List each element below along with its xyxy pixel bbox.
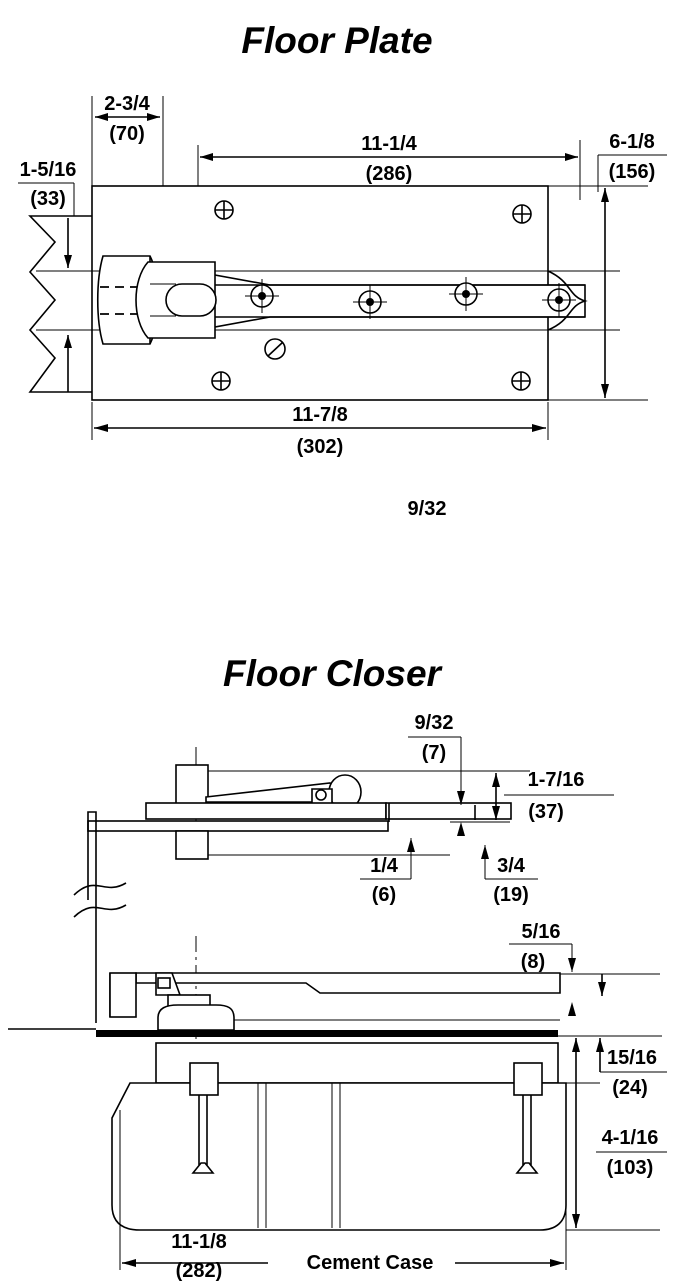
closer-lower-assembly bbox=[8, 880, 567, 1231]
plate-left-break-line bbox=[28, 215, 92, 393]
dim-plate-to-spindle: 11-1/4 (286) bbox=[197, 133, 581, 360]
closer-cover-plate bbox=[135, 972, 561, 994]
pivot-dome bbox=[157, 1004, 235, 1031]
dim-plate-height: 6-1/8 (156) bbox=[548, 131, 667, 401]
dim-case-lip-height-imperial: 15/16 bbox=[607, 1047, 657, 1069]
dim-plate-height-metric: (156) bbox=[609, 161, 656, 183]
plate-corner-screw bbox=[214, 200, 234, 220]
plate-corner-screw bbox=[512, 204, 532, 224]
frame-channel bbox=[109, 972, 137, 1018]
dim-plate-left-edge-metric: (33) bbox=[30, 188, 66, 210]
dim-case-lip-height: 15/16 (24) bbox=[558, 1035, 667, 1099]
dim-spacer-thickness-metric: (6) bbox=[372, 884, 396, 906]
dim-spacer-thickness-imperial: 1/4 bbox=[370, 855, 399, 877]
dim-plate-length: 11-7/8 (302) bbox=[91, 402, 549, 458]
closer-top-cover-plate bbox=[145, 802, 387, 820]
dim-plate-offset-imperial: 2-3/4 bbox=[104, 93, 150, 115]
dim-plate-length-imperial: 11-7/8 bbox=[292, 404, 348, 426]
closer-arm-plate bbox=[87, 820, 389, 832]
adjustment-screw bbox=[264, 338, 286, 360]
spindle-slot bbox=[165, 283, 217, 317]
dim-arm-drop-imperial: 3/4 bbox=[497, 855, 526, 877]
arm-bracket-tab bbox=[157, 977, 171, 989]
dim-plate-offset: 2-3/4 (70) bbox=[91, 93, 164, 360]
plate-corner-screw-group bbox=[211, 200, 532, 391]
dim-case-width-imperial: 11-1/8 bbox=[171, 1231, 227, 1253]
closer-left-break-line bbox=[73, 882, 127, 918]
dim-plate-to-spindle-imperial: 11-1/4 bbox=[361, 133, 417, 155]
anchor-bolt bbox=[189, 1062, 219, 1174]
dim-case-depth-imperial: 4-1/16 bbox=[602, 1127, 659, 1149]
closer-top-plate-extension bbox=[385, 802, 512, 820]
dim-cover-thickness-metric: (8) bbox=[521, 951, 545, 973]
arm-fastener bbox=[353, 285, 387, 319]
dim-plate-height-imperial: 6-1/8 bbox=[609, 131, 655, 153]
plate-corner-screw bbox=[511, 371, 531, 391]
arm-fastener-group bbox=[245, 277, 576, 319]
dim-case-width-metric: (282) bbox=[176, 1260, 223, 1282]
arm-fastener bbox=[245, 279, 279, 313]
dim-case-lip-height-metric: (24) bbox=[612, 1077, 648, 1099]
plate-corner-screw bbox=[211, 371, 231, 391]
dim-arm-drop: 3/4 (19) bbox=[481, 845, 538, 906]
anchor-bolt bbox=[513, 1062, 543, 1174]
dim-case-depth: 4-1/16 (103) bbox=[566, 1038, 667, 1231]
dim-arm-plate-thickness-imperial: 9/32 bbox=[415, 712, 454, 734]
dim-plate-left-edge-imperial: 1-5/16 bbox=[20, 159, 77, 181]
dim-arm-drop-metric: (19) bbox=[493, 884, 529, 906]
dim-arm-plate-thickness-metric: (7) bbox=[422, 742, 446, 764]
floor-gasket-bar bbox=[96, 1030, 558, 1037]
cement-case-body bbox=[111, 1082, 567, 1231]
dim-case-width: 11-1/8 (282) Cement Case bbox=[119, 1110, 567, 1282]
dim-cover-thickness: 5/16 (8) bbox=[509, 921, 660, 1016]
dim-cover-thickness-imperial: 5/16 bbox=[522, 921, 561, 943]
plate-right-break-line bbox=[547, 270, 588, 331]
floor-plate-title: Floor Plate bbox=[241, 20, 432, 61]
dim-case-depth-metric: (103) bbox=[607, 1157, 654, 1179]
dim-plate-length-metric: (302) bbox=[297, 436, 344, 458]
cement-case-flange bbox=[155, 1042, 559, 1084]
dim-closer-top-height: 1-7/16 (37) bbox=[440, 769, 614, 823]
note-plate-thickness: 9/32 bbox=[408, 498, 447, 520]
linkage-pin bbox=[315, 789, 327, 801]
cement-case-label: Cement Case bbox=[307, 1252, 434, 1274]
closer-spacer-block bbox=[175, 830, 209, 860]
dim-closer-top-height-metric: (37) bbox=[528, 801, 564, 823]
dim-closer-top-height-imperial: 1-7/16 bbox=[528, 769, 585, 791]
dim-arm-plate-thickness: 9/32 (7) bbox=[388, 712, 476, 836]
closer-upper-assembly bbox=[87, 764, 512, 900]
floor-closer-title: Floor Closer bbox=[223, 653, 444, 694]
arm-fastener bbox=[449, 277, 483, 311]
dim-plate-left-edge: 1-5/16 (33) bbox=[18, 159, 92, 392]
dim-spacer-thickness: 1/4 (6) bbox=[360, 838, 415, 906]
arm-fastener bbox=[542, 283, 576, 317]
dim-plate-offset-metric: (70) bbox=[109, 123, 145, 145]
dim-plate-to-spindle-metric: (286) bbox=[366, 163, 413, 185]
